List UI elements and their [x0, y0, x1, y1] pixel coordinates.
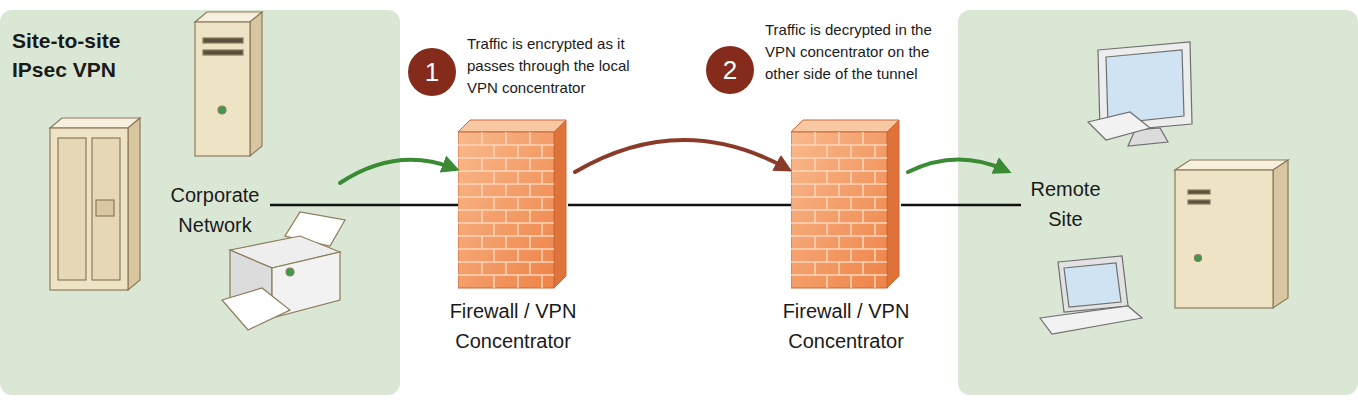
- firewall-node: Firewall / VPN Concentrator: [791, 118, 901, 290]
- callout-number: 2: [723, 55, 737, 85]
- network-wire: [270, 204, 1021, 207]
- network-wire: [270, 204, 458, 207]
- callout-circle: 2: [706, 46, 754, 94]
- network-wire: [901, 204, 1021, 207]
- device-label: Firewall / VPN Concentrator: [746, 296, 946, 356]
- firewall-node: Firewall / VPN Concentrator: [458, 118, 568, 290]
- remote-devices: [958, 10, 1358, 395]
- firewall-icon: [791, 118, 901, 290]
- callout-number: 1: [425, 57, 439, 87]
- device-label: Firewall / VPN Concentrator: [413, 296, 613, 356]
- traffic-arrow: [340, 160, 453, 183]
- callout-note: Traffic is decrypted in the VPN concentr…: [765, 19, 955, 85]
- firewall-icon: [458, 118, 568, 290]
- callout-note: Traffic is encrypted as it passes throug…: [467, 33, 645, 99]
- network-site-panel: Remote Site: [958, 10, 1358, 395]
- network-label: Remote Site: [1018, 174, 1113, 234]
- network-wire: [568, 204, 791, 207]
- network-site-panel: Site-to-site IPsec VPN Corporate Network: [0, 10, 400, 395]
- tunnel-arrow: [575, 140, 786, 172]
- site-title: Site-to-site IPsec VPN: [12, 26, 162, 84]
- callout-circle: 1: [408, 48, 456, 96]
- network-label: Corporate Network: [160, 180, 270, 240]
- traffic-arrow: [908, 159, 1005, 172]
